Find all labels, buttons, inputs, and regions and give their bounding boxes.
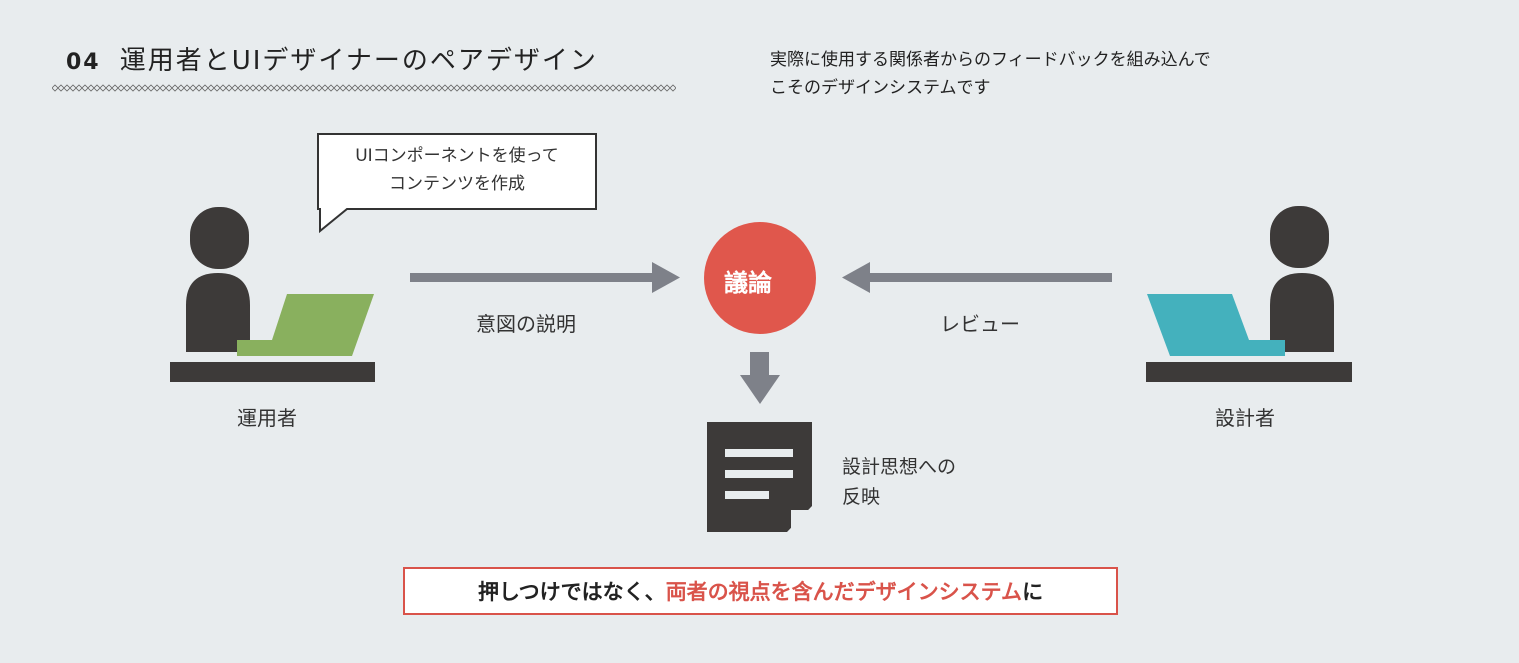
designer-laptop-icon xyxy=(1147,294,1285,356)
discussion-label: 議論 xyxy=(724,269,772,297)
description: 実際に使用する関係者からのフィードバックを組み込んで こそのデザインシステムです xyxy=(770,46,1211,102)
down-arrow-icon xyxy=(740,352,780,404)
banner-text-end: に xyxy=(1022,580,1044,604)
document-label-line-1: 設計思想への xyxy=(842,456,957,478)
banner-text-normal: 押しつけではなく、 xyxy=(477,580,666,604)
document-label: 設計思想への 反映 xyxy=(842,452,956,512)
operator-laptop-icon xyxy=(237,294,374,356)
description-line-1: 実際に使用する関係者からのフィードバックを組み込んで xyxy=(770,50,1211,70)
section-title: 運用者とUIデザイナーのペアデザイン xyxy=(119,46,598,76)
description-line-2: こそのデザインシステムです xyxy=(770,78,991,98)
designer-figure-icon xyxy=(1146,206,1352,382)
section-number: 04 xyxy=(66,50,101,75)
explanation-label: 意図の説明 xyxy=(476,312,576,336)
banner-text-highlight: 両者の視点を含んだデザインシステム xyxy=(665,580,1023,604)
designer-label: 設計者 xyxy=(1215,406,1275,430)
discussion-circle xyxy=(704,222,816,334)
designer-desk xyxy=(1146,362,1352,382)
operator-figure-icon xyxy=(170,207,375,382)
page-title: 04 運用者とUIデザイナーのペアデザイン xyxy=(66,40,598,77)
speech-bubble xyxy=(317,133,597,234)
review-arrow-icon xyxy=(842,262,1112,293)
operator-desk xyxy=(170,362,375,382)
review-label: レビュー xyxy=(940,312,1020,336)
title-underline xyxy=(52,83,676,93)
explanation-arrow-icon xyxy=(410,262,680,293)
speech-line-1: UIコンポーネントを使って xyxy=(355,146,559,166)
speech-line-2: コンテンツを作成 xyxy=(389,174,525,194)
conclusion-banner: 押しつけではなく、両者の視点を含んだデザインシステムに xyxy=(403,567,1118,615)
document-icon xyxy=(707,422,812,532)
speech-text: UIコンポーネントを使って コンテンツを作成 xyxy=(322,142,592,198)
operator-label: 運用者 xyxy=(237,406,297,430)
document-label-line-2: 反映 xyxy=(842,486,881,508)
